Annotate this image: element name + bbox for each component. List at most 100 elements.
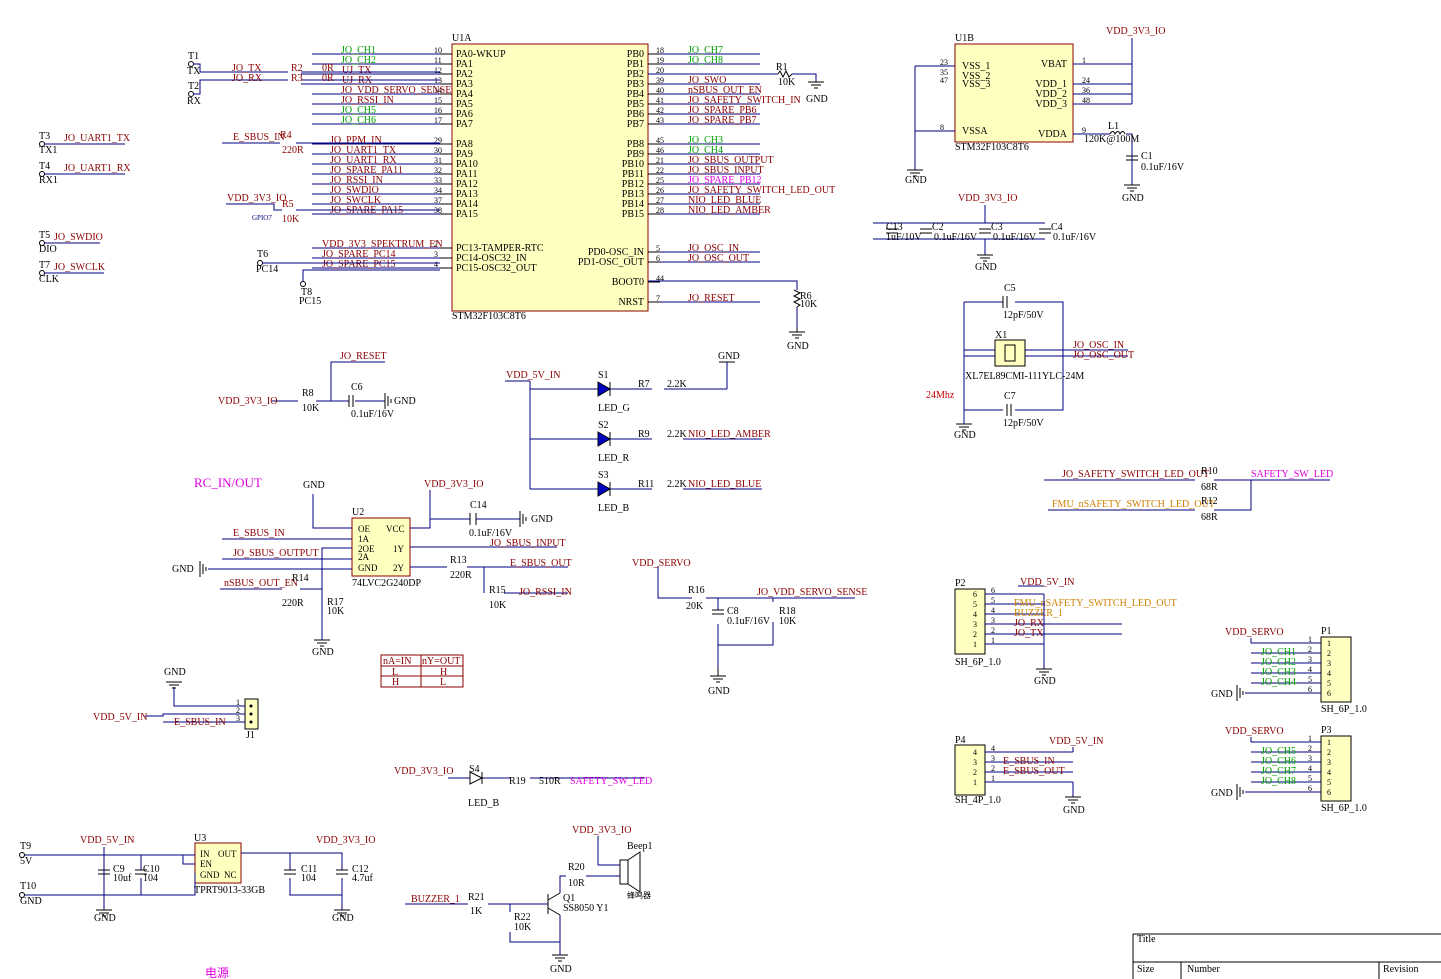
s4-ref: S4 <box>469 764 480 775</box>
svg-text:2: 2 <box>236 706 240 715</box>
svg-text:43: 43 <box>656 116 664 125</box>
svg-text:PB14: PB14 <box>622 199 644 210</box>
svg-text:2A: 2A <box>358 552 370 562</box>
svg-text:6: 6 <box>991 586 995 595</box>
svg-text:C3: C3 <box>991 222 1003 233</box>
svg-text:0.1uF/16V: 0.1uF/16V <box>993 232 1037 243</box>
j1-ref: J1 <box>246 730 255 741</box>
r18-value: 10K <box>779 616 797 627</box>
j1-net-label: E_SBUS_IN <box>174 717 226 728</box>
s4-name: LED_B <box>468 798 499 809</box>
svg-text:PA4: PA4 <box>456 89 473 100</box>
net-label: JO_CH3 <box>688 135 723 146</box>
safety-net1-label: JO_SAFETY_SWITCH_LED_OUT <box>1062 469 1209 480</box>
svg-text:2: 2 <box>1308 645 1312 654</box>
r18-ref: R18 <box>779 606 796 617</box>
svg-text:LED_B: LED_B <box>598 503 629 514</box>
r20-value: 10R <box>568 878 585 889</box>
svg-text:19: 19 <box>656 56 664 65</box>
truth-table: nA=IN nY=OUT L H H L <box>380 654 464 688</box>
buzzer-net-label: BUZZER_1 <box>411 894 460 905</box>
svg-text:JO_CH7: JO_CH7 <box>1261 766 1296 777</box>
svg-text:PA1: PA1 <box>456 59 473 70</box>
testpoint-t10: T10 GND <box>19 881 42 907</box>
svg-text:4: 4 <box>1308 665 1312 674</box>
svg-text:RX: RX <box>187 96 202 107</box>
r1-value: 10K <box>778 77 796 88</box>
c1-ref: C1 <box>1141 151 1153 162</box>
u2-sbus-output-label: JO_SBUS_OUTPUT <box>233 548 319 559</box>
svg-text:E_SBUS_IN: E_SBUS_IN <box>1003 756 1055 767</box>
net-label: JO_VDD_SERVO_SENSE <box>341 85 451 96</box>
p4-part: SH_4P_1.0 <box>955 795 1001 806</box>
gnd-label: GND <box>312 647 334 658</box>
svg-text:PA5: PA5 <box>456 99 473 110</box>
net-label: JO_SAFETY_SWITCH_IN <box>688 95 801 106</box>
svg-text:2OE: 2OE <box>358 544 375 554</box>
svg-text:NC: NC <box>224 870 237 880</box>
svg-text:PA13: PA13 <box>456 189 478 200</box>
svg-text:5: 5 <box>1308 675 1312 684</box>
svg-text:35: 35 <box>940 68 948 77</box>
svg-text:20: 20 <box>656 66 664 75</box>
svg-text:2: 2 <box>434 240 438 249</box>
decoupling-wires <box>873 205 1045 255</box>
svg-text:PB11: PB11 <box>622 169 644 180</box>
svg-text:32: 32 <box>434 166 442 175</box>
j1-wires <box>145 687 245 723</box>
svg-text:JO_CH2: JO_CH2 <box>1261 657 1296 668</box>
svg-text:42: 42 <box>656 106 664 115</box>
title-block: Title Size Number Revision <box>1132 933 1441 979</box>
svg-text:5V: 5V <box>20 856 33 867</box>
svg-text:23: 23 <box>940 58 948 67</box>
svg-text:3: 3 <box>991 754 995 763</box>
svg-text:JO_TX: JO_TX <box>1014 628 1044 639</box>
svg-text:29: 29 <box>434 136 442 145</box>
net-label: JO_SPARE_PA11 <box>330 165 403 176</box>
svg-text:GND: GND <box>1211 689 1233 700</box>
svg-text:44: 44 <box>656 274 664 283</box>
svg-text:PC15-OSC32_OUT: PC15-OSC32_OUT <box>456 263 537 274</box>
net-label: JO_CH2 <box>341 55 376 66</box>
svg-text:16: 16 <box>434 106 442 115</box>
r6-body <box>792 289 802 308</box>
s4-led-icon <box>469 771 484 785</box>
svg-text:8: 8 <box>940 123 944 132</box>
svg-text:15: 15 <box>434 96 442 105</box>
r21-ref: R21 <box>468 892 485 903</box>
u3-part: TPRT9013-33GB <box>194 885 265 896</box>
net-label: NIO_LED_BLUE <box>688 195 761 206</box>
l1-ref: L1 <box>1108 121 1119 132</box>
svg-text:FMU_nSAFETY_SWITCH_LED_OUT: FMU_nSAFETY_SWITCH_LED_OUT <box>1014 598 1177 609</box>
p2-part: SH_6P_1.0 <box>955 657 1001 668</box>
svg-text:PB4: PB4 <box>627 89 644 100</box>
q1-transistor-icon <box>547 892 561 916</box>
testpoint-t6: T6 PC14 <box>256 249 278 275</box>
r17-value: 10K <box>327 606 345 617</box>
svg-text:T3: T3 <box>39 131 50 142</box>
jo-rx-label: JO_RX <box>232 73 263 84</box>
svg-text:VSS_2: VSS_2 <box>962 71 990 82</box>
swdio-label: JO_SWDIO <box>54 232 103 243</box>
gpio7-label: GPIO7 <box>252 214 272 222</box>
c8-body <box>712 609 724 615</box>
p1-connector: P1SH_6P_1.0VDD_SERVO1122JO_CH133JO_CH244… <box>1211 626 1367 715</box>
buzzer-speaker-icon <box>619 851 641 893</box>
r1-body <box>777 69 793 79</box>
svg-text:NRST: NRST <box>618 297 644 308</box>
svg-text:RX1: RX1 <box>39 175 58 186</box>
decoupling-capacitor: C20.1uF/16V <box>920 222 978 243</box>
svg-text:1: 1 <box>1327 738 1331 747</box>
svg-text:1: 1 <box>973 640 977 649</box>
svg-text:37: 37 <box>434 196 442 205</box>
svg-text:BOOT0: BOOT0 <box>612 277 644 288</box>
gnd-symbol <box>552 954 568 962</box>
u2-chip: U2 74LVC2G240DP OE 1A 2OE 2A GND VCC 1Y … <box>351 507 422 589</box>
svg-text:T5: T5 <box>39 230 50 241</box>
gnd-symbol <box>808 81 824 89</box>
svg-text:3: 3 <box>236 714 240 723</box>
